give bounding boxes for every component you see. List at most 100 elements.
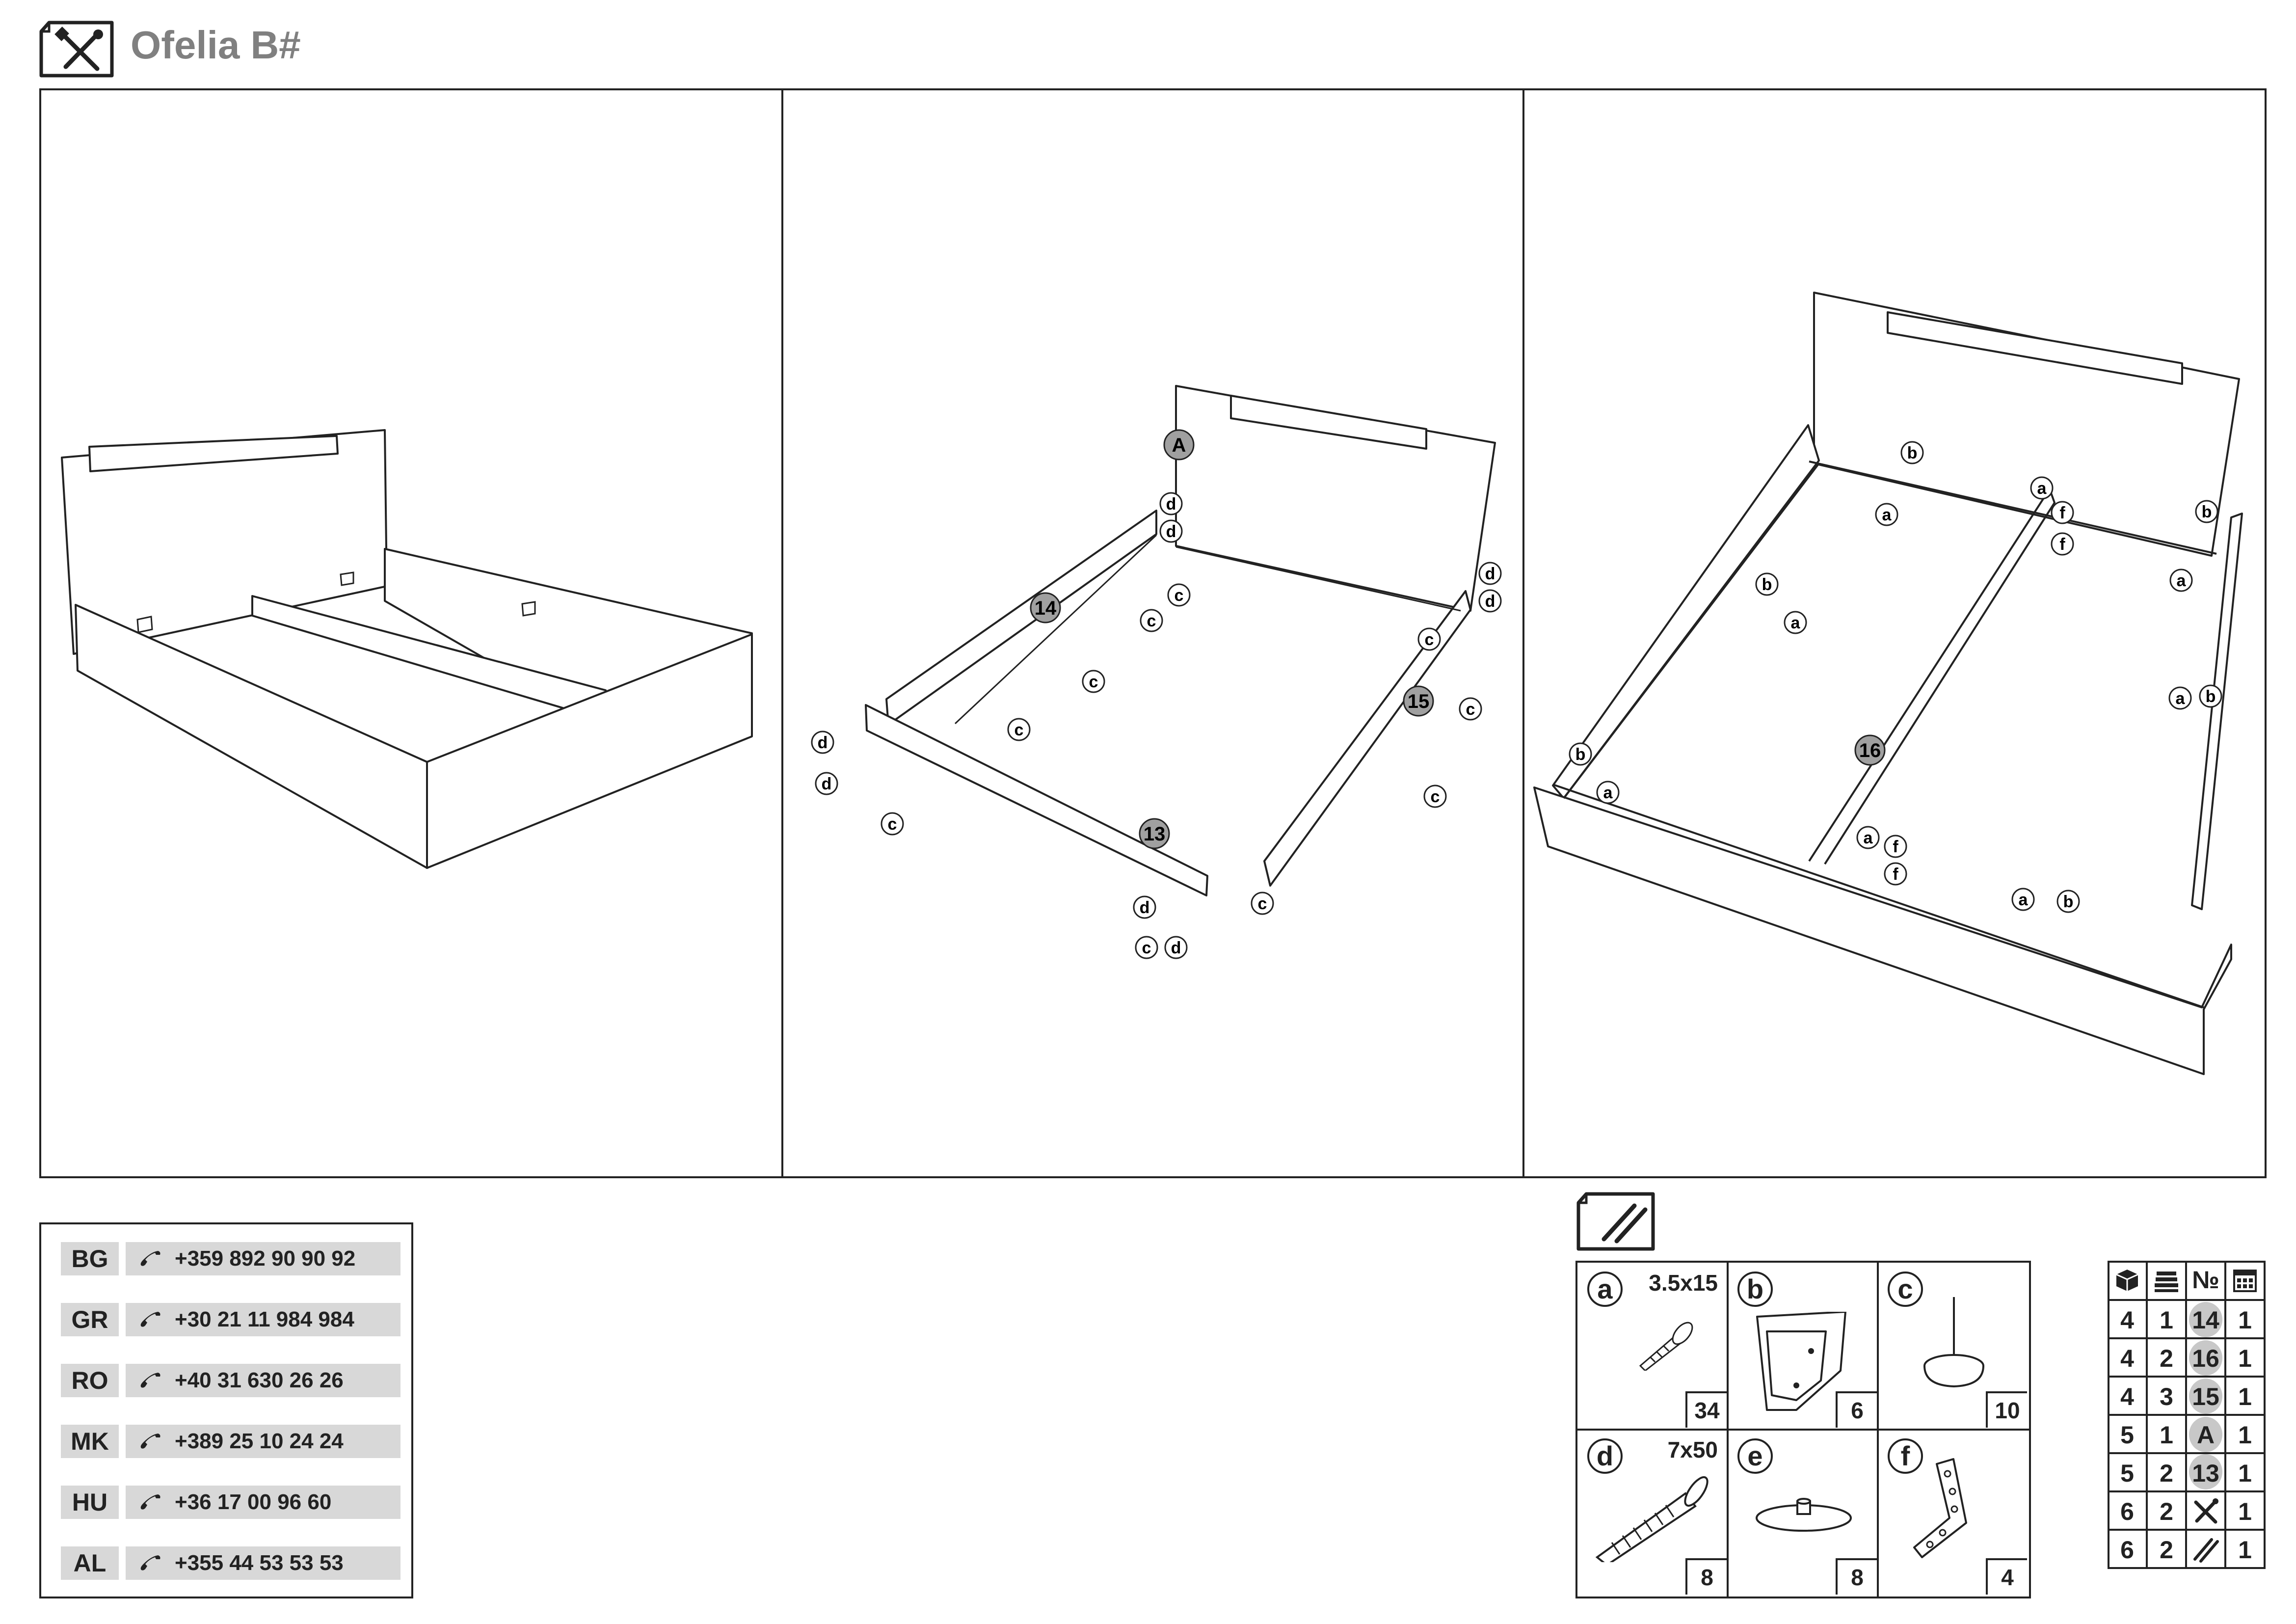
panel-divider xyxy=(781,90,783,1176)
country-code: GR xyxy=(61,1303,119,1336)
hardware-size: 3.5x15 xyxy=(1649,1270,1718,1296)
hardware-qty: 10 xyxy=(1986,1391,2027,1428)
hardware-item-d: d 7x50 8 xyxy=(1577,1430,1727,1595)
phone-icon xyxy=(140,1494,160,1510)
hardware-callout: d xyxy=(1166,522,1176,541)
hardware-callout: c xyxy=(1142,939,1151,957)
part-label-13: 13 xyxy=(1144,823,1166,845)
phone-number: +36 17 00 96 60 xyxy=(175,1490,332,1514)
country-code: MK xyxy=(61,1425,119,1458)
hardware-qty: 8 xyxy=(1836,1558,1877,1595)
hardware-callout: c xyxy=(1258,894,1267,913)
hardware-callout: a xyxy=(2037,479,2047,498)
hardware-callout: b xyxy=(2202,503,2212,521)
angle-bracket-icon xyxy=(1913,1458,1967,1558)
box-contents-table: № 4 1 14 1 4 2 16 1 4 3 15 1 5 1 A 1 5 2… xyxy=(2108,1261,2266,1569)
phone-number-box: +355 44 53 53 53 xyxy=(126,1546,400,1580)
hardware-callout: a xyxy=(1864,829,1873,847)
hardware-callout: b xyxy=(2206,687,2216,706)
hardware-callout: c xyxy=(1425,630,1434,649)
hardware-callout: a xyxy=(1791,614,1801,632)
country-code: BG xyxy=(61,1242,119,1275)
hardware-callout: b xyxy=(1762,575,1772,594)
hardware-letter: c xyxy=(1888,1272,1923,1307)
hardware-item-f: f 4 xyxy=(1878,1430,2027,1595)
stack-icon xyxy=(2155,1272,2178,1292)
hardware-callout: a xyxy=(2019,891,2029,909)
phone-number: +359 892 90 90 92 xyxy=(175,1246,356,1271)
phone-icon xyxy=(140,1434,160,1449)
number-sign: № xyxy=(2192,1266,2219,1294)
box-number: 6 xyxy=(2120,1536,2134,1564)
hardware-item-e: e 8 xyxy=(1728,1430,1877,1595)
hardware-callout: b xyxy=(1907,444,1918,462)
hardware-callout: d xyxy=(1140,898,1150,917)
hardware-letter: b xyxy=(1737,1272,1773,1307)
frame-assembly-illustration: A 14 15 13 d d c c xyxy=(811,385,1502,959)
part-number: 16 xyxy=(2192,1345,2219,1372)
box-number: 4 xyxy=(2120,1306,2134,1334)
part-count: 1 xyxy=(2238,1498,2252,1525)
phone-icon xyxy=(140,1373,160,1388)
panel-final-assembly: 16 b a a f f b a b xyxy=(1524,90,2267,1176)
hardware-callout: a xyxy=(2176,689,2186,708)
hardware-callout: f xyxy=(2059,535,2065,554)
phone-icon xyxy=(140,1312,160,1327)
box-number: 5 xyxy=(2120,1460,2134,1487)
part-count: 1 xyxy=(2238,1306,2252,1334)
hardware-item-c: c 10 xyxy=(1878,1263,2027,1428)
confirmat-screw-icon xyxy=(1595,1476,1709,1562)
hardware-size: 7x50 xyxy=(1667,1437,1718,1462)
support-phone-list: BG +359 892 90 90 92 GR +30 21 11 984 98… xyxy=(39,1222,413,1598)
hardware-callout: c xyxy=(1466,700,1475,719)
hardware-callout: a xyxy=(1882,506,1892,524)
hardware-callout: d xyxy=(1485,592,1495,611)
part-number: 13 xyxy=(2192,1460,2219,1487)
phone-number-box: +30 21 11 984 984 xyxy=(126,1303,400,1336)
part-label-15: 15 xyxy=(1408,691,1430,712)
box-number: 4 xyxy=(2120,1383,2134,1410)
hardware-callout: b xyxy=(1575,745,1586,764)
phone-number-box: +359 892 90 90 92 xyxy=(126,1242,400,1275)
hardware-qty: 34 xyxy=(1685,1391,1727,1428)
hardware-callout: f xyxy=(2059,504,2065,522)
panel-assembled-bed xyxy=(41,90,781,1176)
phone-number-box: +40 31 630 26 26 xyxy=(126,1364,400,1397)
corner-bracket-icon xyxy=(1756,1312,1846,1411)
part-number: 14 xyxy=(2192,1306,2219,1334)
phone-number: +30 21 11 984 984 xyxy=(175,1307,354,1331)
final-assembly-illustration: 16 b a a f f b a b xyxy=(1533,292,2243,1075)
hardware-callout: d xyxy=(822,775,832,793)
hardware-letter: e xyxy=(1737,1438,1773,1474)
hardware-callout: f xyxy=(1893,838,1898,856)
screw-icon xyxy=(1639,1322,1693,1371)
part-count: 1 xyxy=(2238,1460,2252,1487)
hardware-grid-lines xyxy=(1577,1263,2029,1597)
panel-frame-assembly: A 14 15 13 d d c c xyxy=(783,90,1522,1176)
hardware-callout: b xyxy=(2063,893,2074,911)
phone-number: +355 44 53 53 53 xyxy=(175,1551,344,1575)
layer-number: 2 xyxy=(2160,1536,2173,1564)
hardware-callout: c xyxy=(1015,721,1024,739)
phone-number: +389 25 10 24 24 xyxy=(175,1429,344,1453)
part-number: A xyxy=(2196,1421,2215,1449)
assembled-bed-illustration xyxy=(61,429,753,869)
layer-number: 3 xyxy=(2160,1383,2173,1410)
part-count: 1 xyxy=(2238,1345,2252,1372)
box-table-grid xyxy=(2108,1261,2266,1569)
instruction-panels: A 14 15 13 d d c c xyxy=(39,88,2267,1178)
part-label-14: 14 xyxy=(1035,597,1057,619)
part-number: 15 xyxy=(2192,1383,2219,1410)
tools-icon xyxy=(39,21,114,78)
hardware-callout: a xyxy=(1603,784,1613,802)
hardware-callout: c xyxy=(1431,787,1440,806)
box-number: 4 xyxy=(2120,1345,2134,1372)
hardware-callout: c xyxy=(1089,673,1098,691)
hardware-callout: a xyxy=(2177,571,2187,590)
hardware-callout: c xyxy=(888,815,897,834)
part-label-A: A xyxy=(1172,434,1186,456)
hardware-item-b: b 6 xyxy=(1728,1263,1877,1428)
phone-icon xyxy=(140,1555,160,1570)
part-label-16: 16 xyxy=(1859,740,1881,761)
glide-nail-icon xyxy=(1923,1297,1984,1388)
